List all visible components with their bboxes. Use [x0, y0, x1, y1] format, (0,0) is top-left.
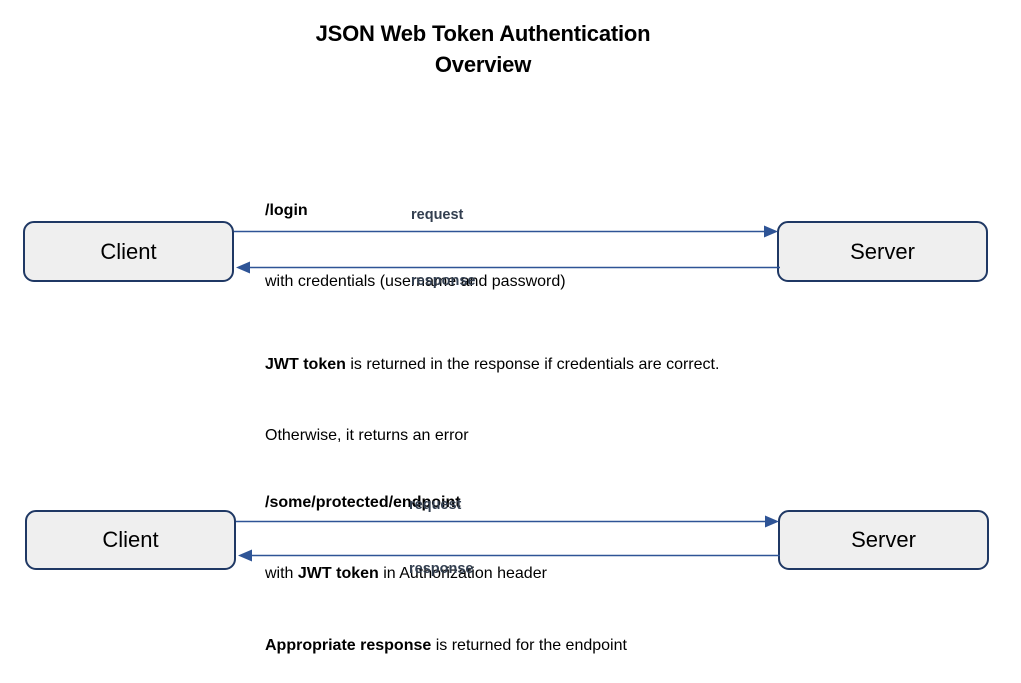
protected-client-label: Client: [102, 527, 159, 552]
protected-detail-bold: JWT token: [297, 564, 379, 582]
page-title-line-2: Overview: [434, 52, 532, 77]
login-footer-line-1-rest: is returned in the response if credentia…: [345, 356, 720, 373]
page-title-line-1: JSON Web Token Authentication: [315, 21, 651, 46]
protected-endpoint-detail: with JWT token in Authorization header: [265, 562, 785, 586]
login-server-node[interactable]: Server: [777, 221, 988, 282]
protected-server-node[interactable]: Server: [778, 510, 989, 570]
login-client-label: Client: [100, 238, 157, 264]
login-endpoint-path: /login: [265, 202, 308, 219]
login-server-label: Server: [850, 238, 915, 264]
page-title: JSON Web Token Authentication Overview: [0, 18, 966, 80]
login-flow-footer-note: JWT token is returned in the response if…: [265, 306, 885, 494]
protected-flow-footer-note: Appropriate response is returned for the…: [265, 587, 885, 683]
protected-footer-line-1: Appropriate response is returned for the…: [265, 637, 627, 654]
login-footer-line-1: JWT token is returned in the response if…: [265, 356, 720, 373]
protected-footer-line-1-rest: is returned for the endpoint: [431, 637, 627, 654]
login-response-arrow: [236, 261, 780, 274]
login-endpoint-detail: with credentials (username and password): [265, 272, 566, 290]
protected-response-arrow: [238, 549, 780, 562]
login-footer-line-2: Otherwise, it returns an error: [265, 426, 469, 444]
login-request-arrow: [234, 225, 778, 238]
login-client-node[interactable]: Client: [23, 221, 234, 282]
protected-request-label: request: [409, 497, 462, 513]
protected-server-label: Server: [851, 527, 916, 552]
protected-detail-post: in Authorization header: [378, 564, 547, 582]
protected-flow-header-note: /some/protected/endpoint with JWT token …: [265, 444, 785, 632]
protected-request-arrow: [236, 515, 779, 528]
protected-client-node[interactable]: Client: [25, 510, 236, 570]
login-request-label: request: [411, 207, 464, 223]
login-response-label: response: [411, 273, 476, 289]
protected-detail-pre: with: [265, 564, 298, 582]
protected-response-label: response: [409, 561, 474, 577]
login-flow-header-note: /login with credentials (username and pa…: [265, 152, 785, 340]
protected-endpoint-path: /some/protected/endpoint: [265, 494, 461, 511]
